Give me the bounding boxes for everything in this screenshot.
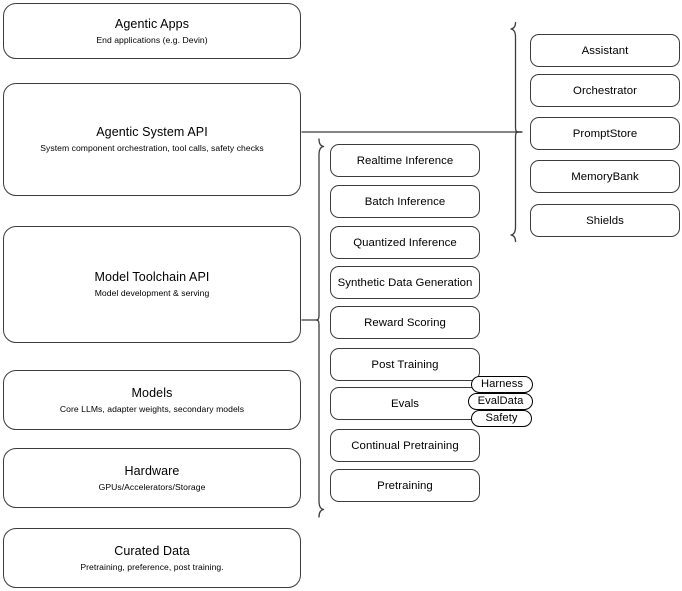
layer-models[interactable]: Models Core LLMs, adapter weights, secon… <box>3 370 301 430</box>
node-label: Reward Scoring <box>364 316 446 329</box>
node-label: Synthetic Data Generation <box>337 276 473 289</box>
node-label: Realtime Inference <box>356 154 454 167</box>
layer-title: Agentic System API <box>96 125 208 139</box>
layer-agentic-system-api[interactable]: Agentic System API System component orch… <box>3 83 301 196</box>
layer-subtitle: Core LLMs, adapter weights, secondary mo… <box>59 403 245 414</box>
layer-subtitle: Pretraining, preference, post training. <box>80 561 224 572</box>
node-label: Continual Pretraining <box>351 439 459 452</box>
node-post-training[interactable]: Post Training <box>330 348 480 381</box>
layer-subtitle: System component orchestration, tool cal… <box>40 143 264 153</box>
node-label: Batch Inference <box>364 195 446 208</box>
layer-hardware[interactable]: Hardware GPUs/Accelerators/Storage <box>3 448 301 508</box>
layer-title: Agentic Apps <box>114 16 190 31</box>
layer-title: Model Toolchain API <box>94 270 210 284</box>
brace-system-top <box>510 21 523 133</box>
node-pretraining[interactable]: Pretraining <box>330 469 480 502</box>
node-promptstore[interactable]: PromptStore <box>530 117 680 150</box>
badge-label: Safety <box>485 412 518 424</box>
node-label: Orchestrator <box>573 84 637 97</box>
node-shields[interactable]: Shields <box>530 204 680 237</box>
layer-subtitle: End applications (e.g. Devin) <box>96 34 208 45</box>
node-label: PromptStore <box>572 127 638 140</box>
node-orchestrator[interactable]: Orchestrator <box>530 74 680 107</box>
node-label: Pretraining <box>377 479 433 492</box>
node-realtime-inference[interactable]: Realtime Inference <box>330 144 480 177</box>
badge-harness[interactable]: Harness <box>471 376 533 393</box>
node-memorybank[interactable]: MemoryBank <box>530 160 680 193</box>
layer-title: Hardware <box>124 463 180 478</box>
node-quantized-inference[interactable]: Quantized Inference <box>330 226 480 259</box>
node-assistant[interactable]: Assistant <box>530 34 680 67</box>
layer-title: Models <box>131 385 173 400</box>
node-label: MemoryBank <box>571 170 639 183</box>
brace-toolchain-top <box>301 138 325 321</box>
badge-label: EvalData <box>477 395 524 407</box>
badge-label: Harness <box>480 378 523 390</box>
node-label: Assistant <box>581 44 629 57</box>
node-reward-scoring[interactable]: Reward Scoring <box>330 306 480 339</box>
layer-model-toolchain-api[interactable]: Model Toolchain API Model development & … <box>3 226 301 343</box>
brace-toolchain-bottom <box>315 319 325 518</box>
layer-agentic-apps[interactable]: Agentic Apps End applications (e.g. Devi… <box>3 3 301 59</box>
node-synthetic-data-generation[interactable]: Synthetic Data Generation <box>330 266 480 299</box>
layer-curated-data[interactable]: Curated Data Pretraining, preference, po… <box>3 528 301 588</box>
node-label: Shields <box>586 214 624 227</box>
node-batch-inference[interactable]: Batch Inference <box>330 185 480 218</box>
node-continual-pretraining[interactable]: Continual Pretraining <box>330 429 480 462</box>
layer-subtitle: GPUs/Accelerators/Storage <box>98 481 206 492</box>
badge-evaldata[interactable]: EvalData <box>468 393 533 410</box>
node-evals[interactable]: Evals <box>330 387 480 420</box>
layer-subtitle: Model development & serving <box>94 288 210 298</box>
layer-title: Curated Data <box>114 543 190 558</box>
node-label: Quantized Inference <box>353 236 457 249</box>
node-label: Evals <box>390 397 420 410</box>
badge-safety[interactable]: Safety <box>471 410 532 427</box>
node-label: Post Training <box>371 358 439 371</box>
brace-system-bottom <box>510 131 523 243</box>
